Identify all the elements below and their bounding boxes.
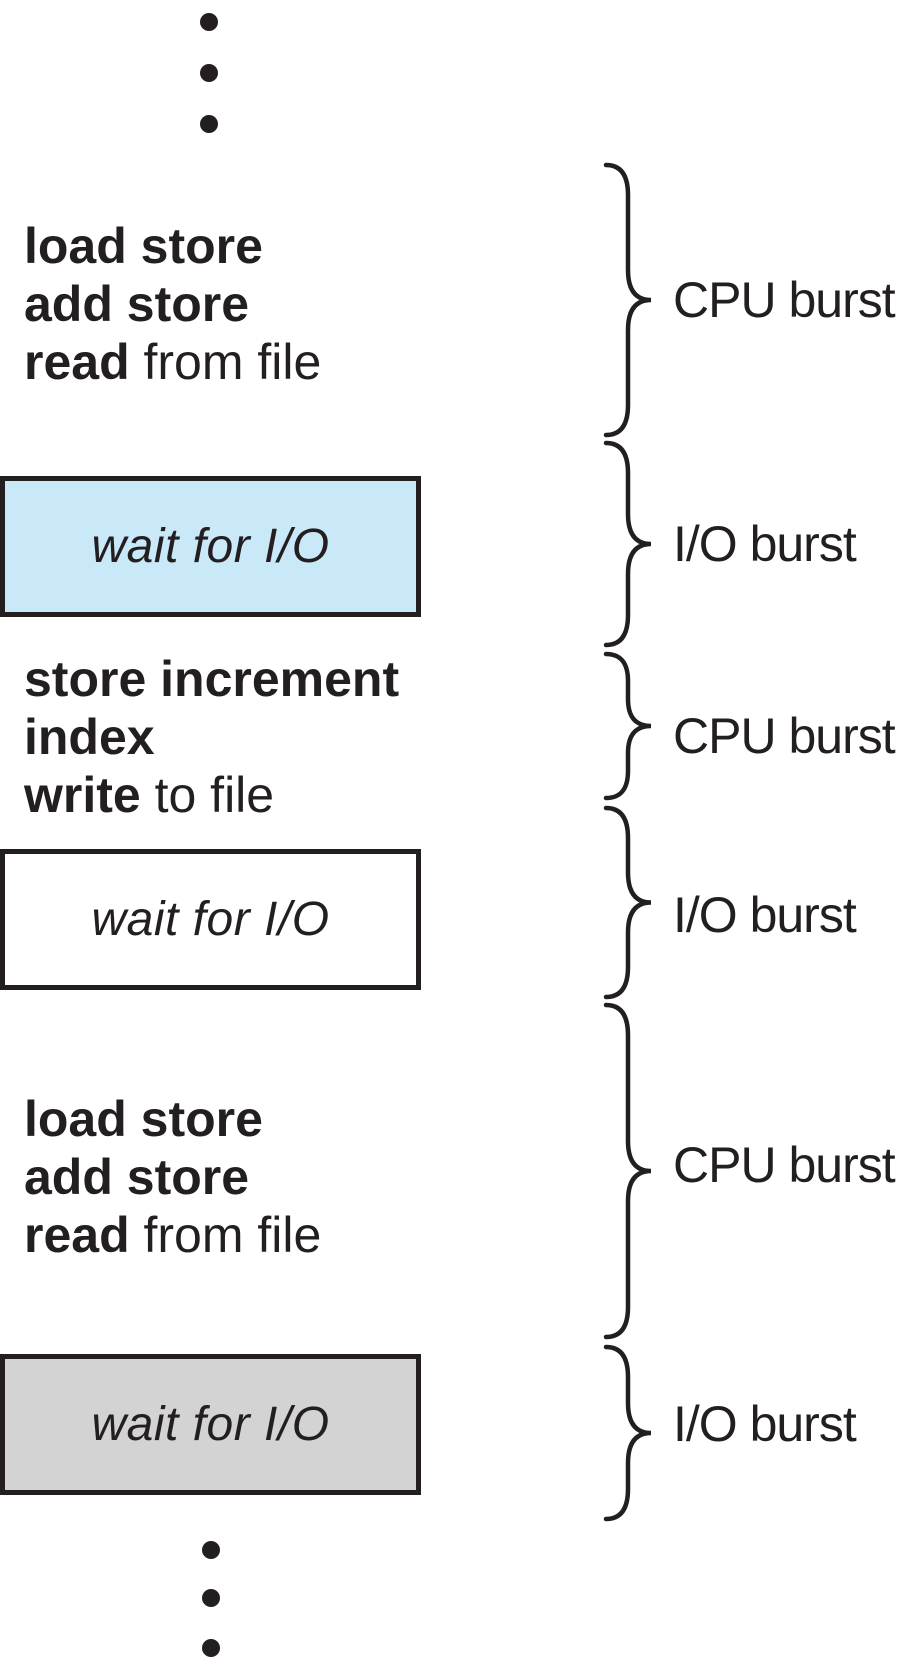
burst-label-io-3: I/O burst	[673, 1396, 857, 1452]
code-line: read from file	[24, 333, 321, 391]
burst-label-cpu-2: CPU burst	[673, 708, 896, 764]
code-keyword: read	[24, 1207, 130, 1263]
burst-label-io-2: I/O burst	[673, 887, 857, 943]
code-keyword: store increment	[24, 651, 400, 707]
code-line: store increment	[24, 650, 399, 708]
code-line: load store	[24, 1090, 321, 1148]
burst-label-cpu-1: CPU burst	[673, 272, 896, 328]
ellipsis-dot	[202, 1541, 220, 1559]
ellipsis-dot	[200, 13, 218, 31]
code-line: add store	[24, 275, 321, 333]
wait-for-io-label: wait for I/O	[91, 1398, 330, 1451]
code-block-3: load store add store read from file	[24, 1090, 321, 1264]
ellipsis-dot	[200, 64, 218, 82]
curly-brace-icon	[603, 440, 652, 648]
code-keyword: load store	[24, 218, 263, 274]
code-keyword: load store	[24, 1091, 263, 1147]
wait-for-io-label: wait for I/O	[91, 520, 330, 573]
code-keyword: add store	[24, 276, 250, 332]
curly-brace-icon	[603, 1002, 652, 1340]
code-line: write to file	[24, 766, 399, 824]
ellipsis-dot	[200, 115, 218, 133]
code-keyword: write	[24, 767, 141, 823]
curly-brace-icon	[603, 651, 652, 801]
code-keyword: read	[24, 334, 130, 390]
ellipsis-dot	[202, 1589, 220, 1607]
wait-for-io-label: wait for I/O	[91, 893, 330, 946]
code-rest: from file	[129, 1207, 322, 1263]
wait-for-io-box-3: wait for I/O	[0, 1354, 421, 1495]
code-line: read from file	[24, 1206, 321, 1264]
wait-for-io-box-2: wait for I/O	[0, 849, 421, 990]
code-line: add store	[24, 1148, 321, 1206]
curly-brace-icon	[603, 1344, 652, 1522]
code-keyword: add store	[24, 1149, 250, 1205]
code-line: index	[24, 708, 399, 766]
code-keyword: index	[24, 709, 155, 765]
code-rest: from file	[129, 334, 322, 390]
code-rest: to file	[140, 767, 275, 823]
code-block-1: load store add store read from file	[24, 217, 321, 391]
burst-label-cpu-3: CPU burst	[673, 1137, 896, 1193]
code-line: load store	[24, 217, 321, 275]
ellipsis-dot	[202, 1639, 220, 1657]
curly-brace-icon	[603, 805, 652, 1000]
curly-brace-icon	[603, 162, 652, 438]
burst-label-io-1: I/O burst	[673, 516, 857, 572]
code-block-2: store increment index write to file	[24, 650, 399, 824]
wait-for-io-box-1: wait for I/O	[0, 476, 421, 617]
